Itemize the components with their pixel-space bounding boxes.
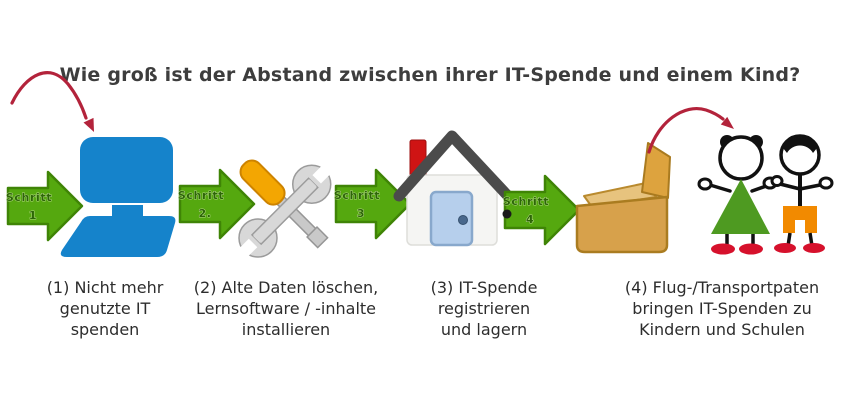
step-arrow-4: Schritt 4: [503, 174, 581, 246]
step-arrow-3: Schritt 3: [334, 168, 412, 240]
step-arrow-number: 4: [526, 213, 534, 226]
step-arrow-number: 3: [357, 207, 365, 220]
step-caption-1: (1) Nicht mehr genutzte IT spenden: [46, 278, 164, 340]
box-icon: [575, 142, 671, 254]
laptop-icon: [60, 137, 176, 257]
red-curved-arrow-box-to-children: [647, 107, 734, 154]
step-caption-3: (3) IT-Spende registrieren und lagern: [430, 278, 538, 340]
step-arrow-2: Schritt 2.: [178, 168, 256, 240]
wrench-icon: [234, 160, 336, 262]
step-arrow-label: Schritt: [178, 189, 224, 202]
red-curved-arrow-to-laptop: [10, 71, 94, 132]
step-caption-4: (4) Flug-/Transportpaten bringen IT-Spen…: [624, 278, 820, 340]
step-arrow-label: Schritt: [6, 191, 52, 204]
step-arrow-label: Schritt: [334, 189, 380, 202]
step-arrow-number: 2.: [198, 207, 211, 220]
step-arrow-label: Schritt: [503, 195, 549, 208]
tools-icon: [234, 159, 336, 262]
step-arrow-number: 1: [29, 209, 37, 222]
boy-figure: [762, 134, 834, 253]
step-caption-2: (2) Alte Daten löschen, Lernsoftware / -…: [193, 278, 379, 340]
step-arrow-1: Schritt 1: [6, 170, 84, 242]
children-icon: [697, 134, 834, 255]
house-icon: [393, 130, 514, 247]
girl-figure: [697, 135, 771, 255]
page-title: Wie groß ist der Abstand zwischen ihrer …: [59, 64, 801, 86]
dot-decoration: [502, 209, 512, 219]
